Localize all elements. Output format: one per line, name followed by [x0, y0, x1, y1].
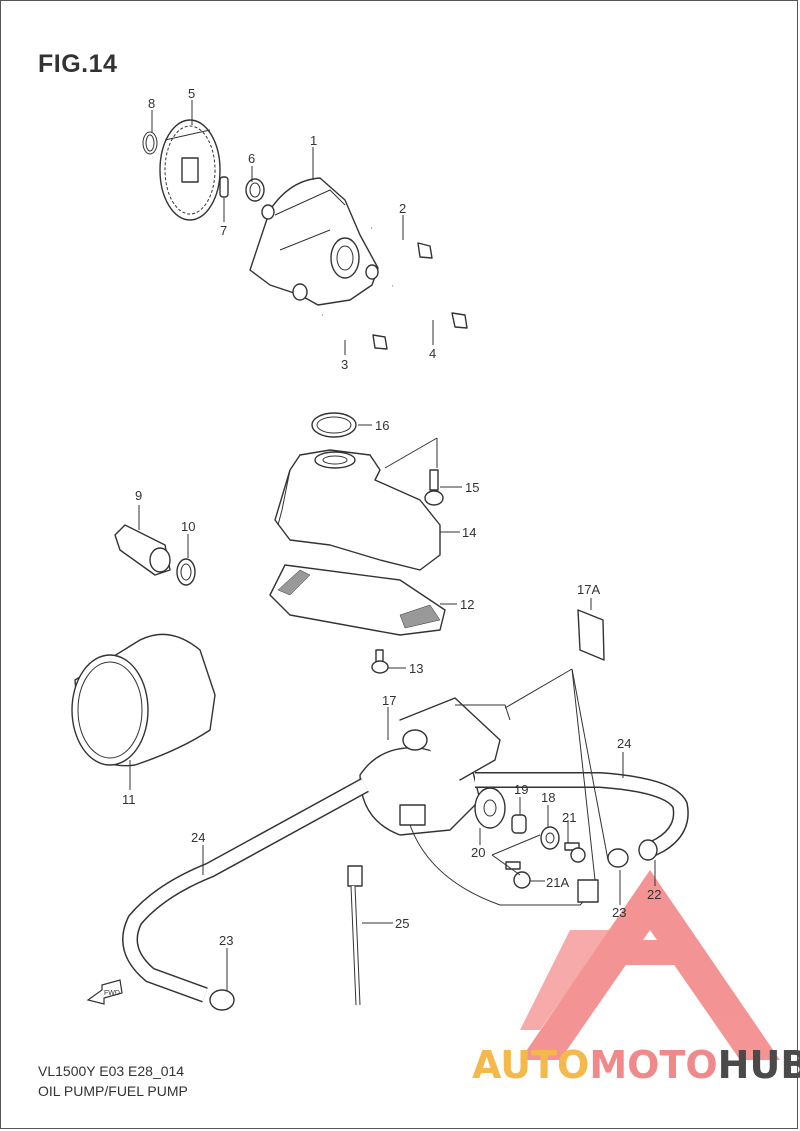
grommet-part [474, 787, 506, 829]
callout-7: 7 [220, 223, 227, 238]
leader-lines [129, 100, 656, 990]
bolt-21-part [564, 842, 586, 863]
callout-17a: 17A [577, 582, 600, 597]
bolt-4-part [392, 284, 468, 329]
callout-13: 13 [409, 661, 423, 676]
callout-3: 3 [341, 357, 348, 372]
fwd-arrow-icon: FWD [86, 979, 123, 1005]
callout-25: 25 [395, 916, 409, 931]
collar-part [511, 814, 527, 834]
circlip-part [142, 131, 158, 155]
oil-pump-body-part [249, 177, 379, 306]
callout-12: 12 [460, 597, 474, 612]
callout-23-right: 23 [612, 905, 626, 920]
fuel-pump-part [359, 697, 511, 836]
oil-pressure-sensor-part [114, 524, 171, 576]
wire-harness-part [409, 824, 599, 906]
callout-9: 9 [135, 488, 142, 503]
sensor-washer-part [176, 558, 196, 586]
hose-end-part [638, 839, 658, 861]
fwd-label: FWD [104, 990, 120, 997]
callout-16: 16 [375, 418, 389, 433]
oil-filter-part [71, 633, 216, 767]
watermark-part2: MOTO [589, 1043, 718, 1087]
o-ring-part [311, 412, 357, 438]
fuel-hose-part [122, 772, 689, 1003]
callout-21: 21 [562, 810, 576, 825]
callout-4: 4 [429, 346, 436, 361]
callout-8: 8 [148, 96, 155, 111]
model-code: VL1500Y E03 E28_014 [38, 1063, 185, 1079]
bolt-3-part [322, 313, 388, 350]
pin-part [219, 176, 229, 198]
callout-19: 19 [514, 782, 528, 797]
callout-15: 15 [465, 480, 479, 495]
callout-22: 22 [647, 887, 661, 902]
rubber-pad-part [577, 609, 605, 661]
callout-11: 11 [122, 792, 136, 807]
callout-6: 6 [248, 151, 255, 166]
callout-21a: 21A [546, 875, 569, 890]
oil-strainer-part [269, 564, 446, 636]
callout-23-left: 23 [219, 933, 233, 948]
watermark-part3: HUB [717, 1043, 800, 1087]
washer-18-part [540, 826, 560, 850]
callout-24-right: 24 [617, 736, 631, 751]
bolt-15-part [424, 469, 444, 506]
washer-part [245, 178, 265, 202]
callout-5: 5 [188, 86, 195, 101]
watermark-part1: AUTO [472, 1043, 590, 1087]
pump-gear-part [159, 119, 221, 221]
oil-pan-part [274, 449, 441, 571]
callout-20: 20 [471, 845, 485, 860]
bolt-13-part [371, 649, 389, 674]
callout-10: 10 [181, 519, 195, 534]
section-name: OIL PUMP/FUEL PUMP [38, 1083, 188, 1099]
callout-2: 2 [399, 201, 406, 216]
callout-1: 1 [310, 133, 317, 148]
bolt-21a-part [505, 861, 531, 889]
figure-title: FIG.14 [38, 50, 118, 78]
watermark-wordmark: AUTOMOTOHUB [472, 1043, 800, 1087]
callout-24-left: 24 [191, 830, 205, 845]
callout-18: 18 [541, 790, 555, 805]
callout-14: 14 [462, 525, 476, 540]
cable-tie-part [347, 865, 363, 1006]
callout-17: 17 [382, 693, 396, 708]
triangle-a-logo [520, 870, 780, 1060]
callout-labels: 8 5 6 7 1 2 3 4 16 15 14 9 10 12 13 11 1… [122, 86, 661, 948]
bolt-2-part [371, 226, 433, 259]
